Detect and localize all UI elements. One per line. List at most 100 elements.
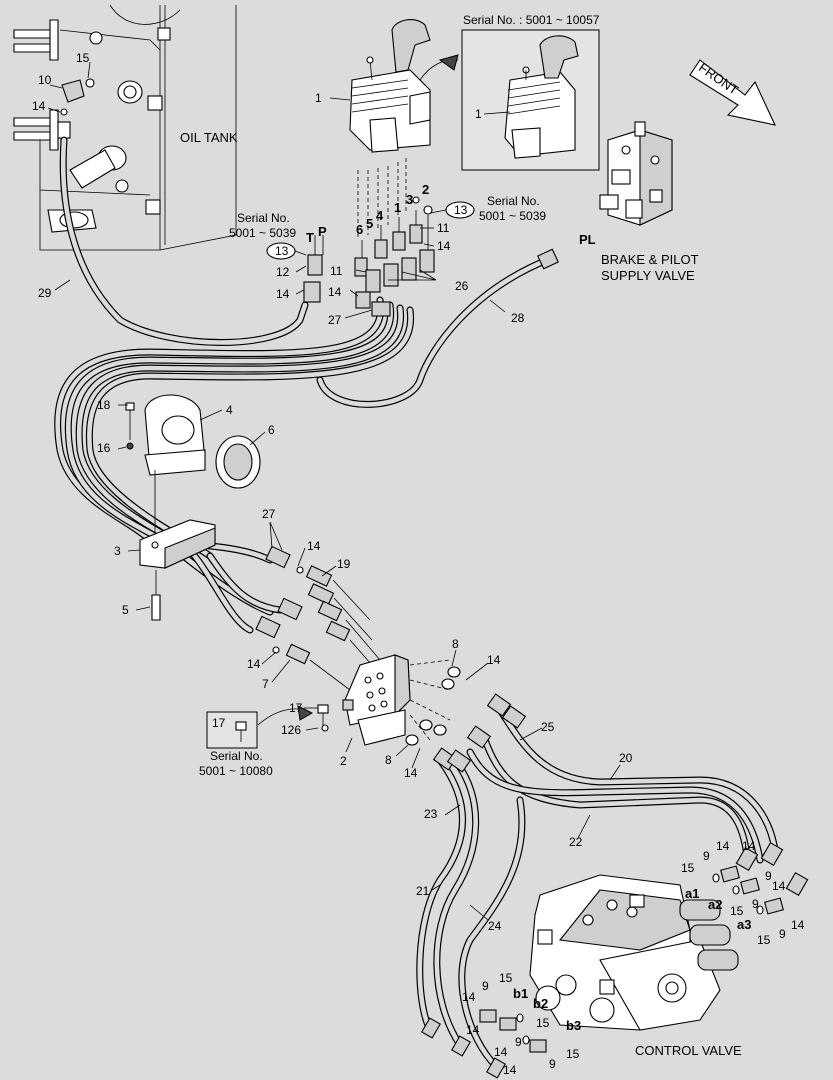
callout-14-b3: 14 bbox=[494, 1045, 508, 1059]
port-b2-label: b2 bbox=[533, 996, 548, 1011]
serial-left-label-1: Serial No. bbox=[237, 211, 290, 225]
callout-15-b3: 15 bbox=[566, 1047, 580, 1061]
callout-9-cv3: 9 bbox=[752, 897, 759, 911]
port-b1-label: b1 bbox=[513, 986, 528, 1001]
callout-1-top: 1 bbox=[394, 200, 401, 215]
callout-17: 17 bbox=[289, 701, 303, 715]
callout-12: 12 bbox=[276, 265, 290, 279]
serial-top-label: Serial No. : 5001 ~ 10057 bbox=[463, 13, 600, 27]
callout-22: 22 bbox=[569, 835, 583, 849]
joystick-fittings bbox=[303, 196, 559, 317]
callout-9-b1: 9 bbox=[482, 979, 489, 993]
callout-15-tank: 15 bbox=[76, 51, 90, 65]
callout-8-bottom: 8 bbox=[385, 753, 392, 767]
right-fittings bbox=[405, 666, 527, 773]
callout-5-top: 5 bbox=[366, 216, 373, 231]
valve-fittings bbox=[421, 841, 809, 1079]
callout-14-b1: 14 bbox=[462, 990, 476, 1004]
callout-9-cv1: 9 bbox=[703, 849, 710, 863]
serial-joystick-inset: Serial No. : 5001 ~ 10057 1 bbox=[461, 13, 600, 171]
port-a1-label: a1 bbox=[685, 886, 699, 901]
callout-14-left: 14 bbox=[276, 287, 290, 301]
callout-5: 5 bbox=[122, 603, 129, 617]
callout-14-right: 14 bbox=[437, 239, 451, 253]
serial-right-label-2: 5001 ~ 5039 bbox=[479, 209, 546, 223]
callout-3-top: 3 bbox=[406, 192, 413, 207]
oil-tank-label: OIL TANK bbox=[180, 130, 238, 145]
callout-15-cv3: 15 bbox=[757, 933, 771, 947]
callout-8-top: 8 bbox=[452, 637, 459, 651]
middle-fittings bbox=[255, 545, 386, 691]
serial-left-label-2: 5001 ~ 5039 bbox=[229, 226, 296, 240]
callout-28: 28 bbox=[511, 311, 525, 325]
callout-14-top-right: 14 bbox=[487, 653, 501, 667]
joystick-assembly bbox=[349, 19, 459, 240]
manifold-plate bbox=[317, 654, 451, 746]
port-a2-label: a2 bbox=[708, 897, 722, 912]
port-a3-label: a3 bbox=[737, 917, 751, 932]
callout-6: 6 bbox=[268, 423, 275, 437]
callout-3: 3 bbox=[114, 544, 121, 558]
callout-13-circles bbox=[266, 201, 475, 260]
callout-15-cv1: 15 bbox=[681, 861, 695, 875]
callout-14-tank: 14 bbox=[32, 99, 46, 113]
callout-14-b2: 14 bbox=[466, 1023, 480, 1037]
callout-4-top: 4 bbox=[376, 208, 384, 223]
serial-right-label-1: Serial No. bbox=[487, 194, 540, 208]
callout-2-top: 2 bbox=[422, 182, 429, 197]
callout-7: 7 bbox=[262, 677, 269, 691]
callout-1-inset: 1 bbox=[475, 107, 482, 121]
callout-21: 21 bbox=[416, 884, 430, 898]
serial-box-label-2: 5001 ~ 10080 bbox=[199, 764, 273, 778]
port-b3-label: b3 bbox=[566, 1018, 581, 1033]
brake-pilot-label-1: BRAKE & PILOT bbox=[601, 252, 699, 267]
callout-17-inset: 17 bbox=[212, 716, 226, 730]
callout-6-top: 6 bbox=[356, 222, 363, 237]
callout-10: 10 bbox=[38, 73, 52, 87]
callout-14-lower: 14 bbox=[247, 657, 261, 671]
callout-labels: 1 10 15 14 29 Serial No. 5001 ~ 5039 T P… bbox=[32, 51, 805, 1077]
callout-9-b2: 9 bbox=[515, 1035, 522, 1049]
callout-126: 126 bbox=[281, 723, 301, 737]
callout-24: 24 bbox=[488, 919, 502, 933]
callout-14-cv2: 14 bbox=[742, 839, 756, 853]
callout-1: 1 bbox=[315, 91, 322, 105]
port-p-label: P bbox=[318, 224, 327, 239]
callout-27-mid: 27 bbox=[262, 507, 276, 521]
callout-14-mid: 14 bbox=[328, 285, 342, 299]
callout-9-b3: 9 bbox=[549, 1057, 556, 1071]
callout-13-left: 13 bbox=[275, 244, 289, 258]
callout-25: 25 bbox=[541, 720, 555, 734]
port-t-label: T bbox=[306, 230, 314, 245]
callout-4: 4 bbox=[226, 403, 233, 417]
serial-bolt-inset: 17 Serial No. 5001 ~ 10080 bbox=[199, 705, 314, 778]
callout-13-right: 13 bbox=[454, 203, 468, 217]
callout-11-right: 11 bbox=[437, 221, 450, 235]
callout-27-top: 27 bbox=[328, 313, 342, 327]
callout-14-cv1: 14 bbox=[716, 839, 730, 853]
callout-11-left: 11 bbox=[330, 264, 343, 278]
callout-14-b4: 14 bbox=[503, 1063, 517, 1077]
callout-19: 19 bbox=[337, 557, 351, 571]
port-pl-label: PL bbox=[579, 232, 596, 247]
callout-14-bottom: 14 bbox=[404, 766, 418, 780]
hoses bbox=[54, 136, 779, 1069]
callout-20: 20 bbox=[619, 751, 633, 765]
brake-pilot-label-2: SUPPLY VALVE bbox=[601, 268, 695, 283]
callout-29: 29 bbox=[38, 286, 52, 300]
callout-16: 16 bbox=[97, 441, 111, 455]
brake-pilot-supply-valve: BRAKE & PILOT SUPPLY VALVE PL bbox=[579, 121, 699, 283]
callout-26: 26 bbox=[455, 279, 469, 293]
callout-2: 2 bbox=[340, 754, 347, 768]
callout-15-b2: 15 bbox=[536, 1016, 550, 1030]
callout-15-cv2: 15 bbox=[730, 904, 744, 918]
tank-fittings bbox=[57, 78, 95, 139]
callout-14-cv4: 14 bbox=[791, 918, 805, 932]
callout-23: 23 bbox=[424, 807, 438, 821]
oil-tank: OIL TANK bbox=[13, 4, 238, 251]
leader-lines bbox=[47, 61, 621, 921]
callout-14-cv3: 14 bbox=[772, 879, 786, 893]
control-valve-label: CONTROL VALVE bbox=[635, 1043, 742, 1058]
